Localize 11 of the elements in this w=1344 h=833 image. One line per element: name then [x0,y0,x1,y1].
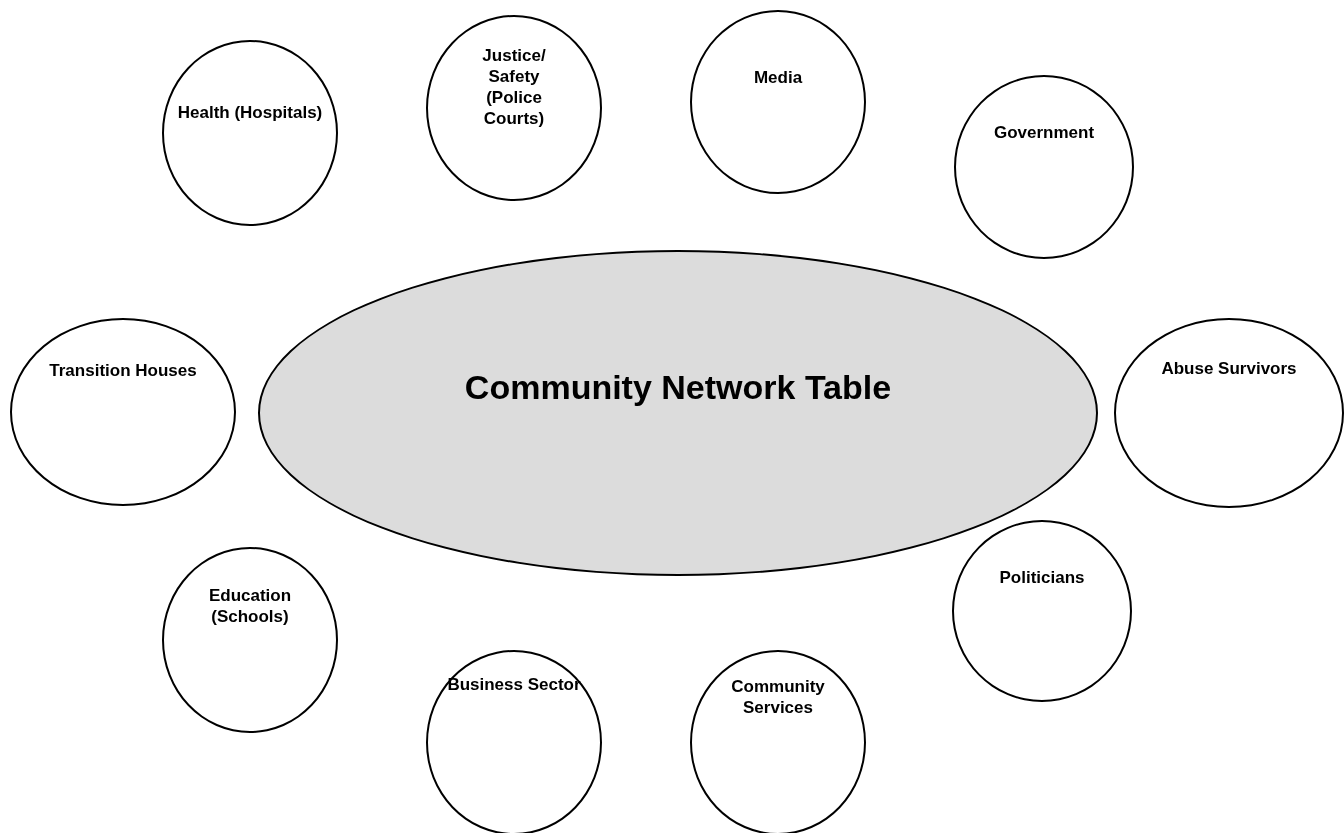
node-label: Government [992,122,1096,143]
node-label: Business Sector [446,674,582,695]
node-label: Politicians [998,567,1086,588]
node-label: Justice/ Safety (Police Courts) [481,45,547,129]
node-label: Community Services [730,676,826,718]
node-label: Transition Houses [48,360,198,381]
node-label: Education (Schools) [207,585,293,627]
center-title: Community Network Table [463,367,893,407]
node-label: Media [752,67,804,88]
node-label: Abuse Survivors [1160,358,1298,379]
node-label: Health (Hospitals) [176,102,324,123]
